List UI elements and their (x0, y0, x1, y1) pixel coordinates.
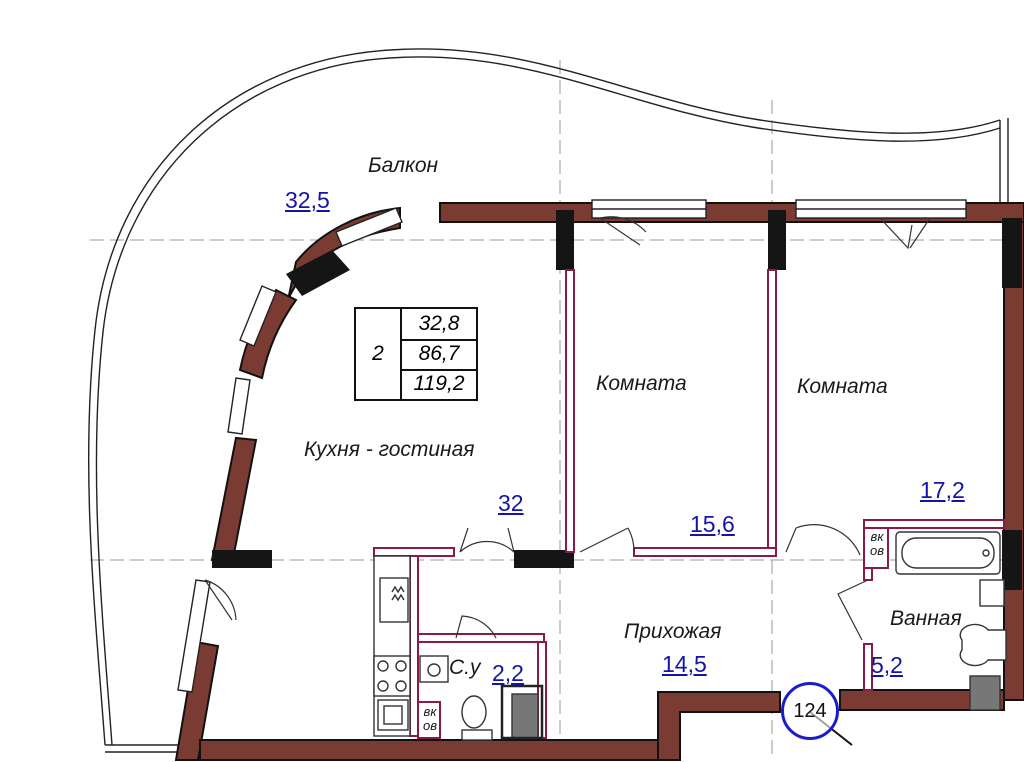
columns (212, 210, 1022, 590)
vent-label-bottom: ов (869, 543, 884, 558)
label-wc: С.у (449, 656, 481, 679)
label-kitchen-living: Кухня - гостиная (304, 438, 475, 461)
area-bathroom: 5,2 (871, 652, 903, 678)
area-kitchen-living: 32 (498, 490, 524, 516)
vent-label-wc: вк ов (419, 705, 441, 733)
living-area: 32,8 (402, 309, 476, 341)
sanitary-fixtures (419, 531, 1007, 741)
area-room-1: 15,6 (690, 511, 735, 537)
area-summary-table: 2 32,8 86,7 119,2 (354, 307, 478, 401)
total-area: 119,2 (413, 372, 465, 395)
windows (177, 199, 967, 693)
label-room-1: Комната (596, 372, 687, 395)
door-swings (455, 524, 869, 641)
vent-shafts (417, 527, 889, 739)
vent-label-top: вк (870, 529, 884, 544)
apartment-number-marker: 124 (781, 682, 839, 740)
label-balcony: Балкон (368, 154, 439, 177)
room-count: 2 (356, 309, 402, 399)
label-bathroom: Ванная (890, 607, 962, 630)
kitchen-counter (373, 555, 411, 737)
area-excluding-balcony: 86,7 (402, 339, 476, 371)
balcony-outline (87, 48, 1009, 753)
vent-label-top: вк (423, 704, 437, 719)
area-hallway: 14,5 (662, 651, 707, 677)
window-swings (204, 216, 931, 621)
area-balcony: 32,5 (285, 187, 330, 213)
label-room-2: Комната (797, 375, 888, 398)
vent-label-bottom: ов (422, 718, 437, 733)
area-room-2: 17,2 (920, 477, 965, 503)
vent-label-bathroom: вк ов (866, 530, 888, 558)
area-wc: 2,2 (492, 660, 524, 686)
label-hallway: Прихожая (624, 620, 722, 643)
